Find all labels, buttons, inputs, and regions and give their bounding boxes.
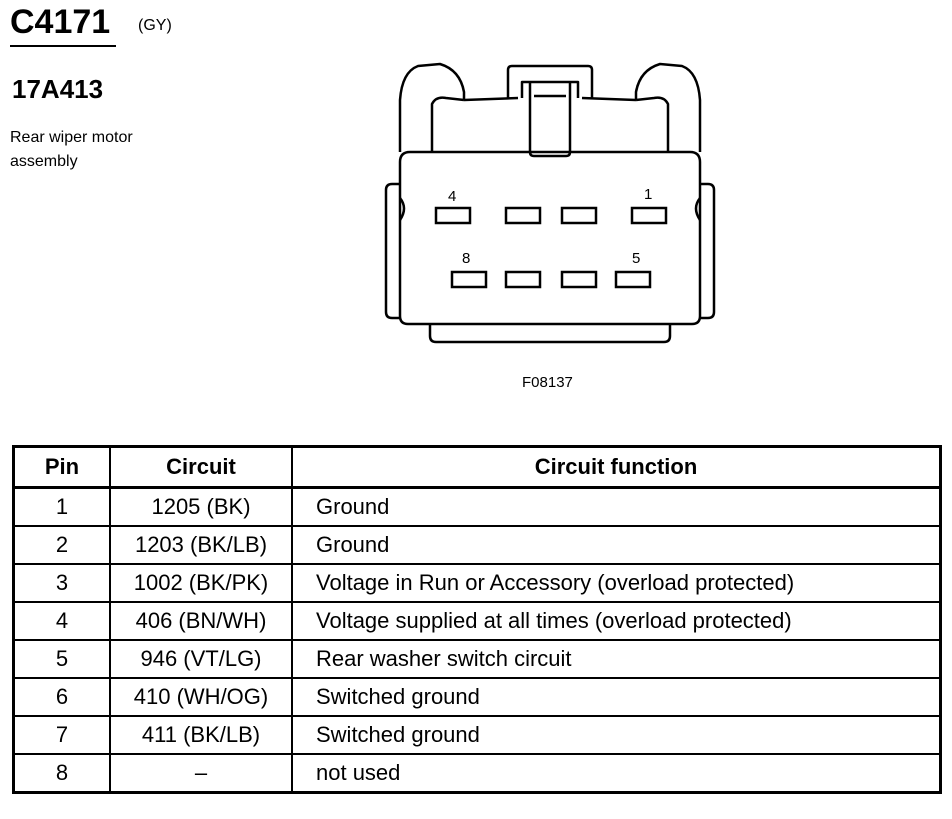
right-latch-outer <box>634 62 702 152</box>
connector-color: (GY) <box>138 17 172 34</box>
left-latch-inner <box>430 96 465 152</box>
table-row: 7 411 (BK/LB) Switched ground <box>12 715 942 755</box>
cell-circuit: 1205 (BK) <box>109 486 293 527</box>
cell-circuit: 411 (BK/LB) <box>109 715 293 755</box>
right-side-lock <box>700 182 716 320</box>
connector-id: C4171 <box>10 3 111 41</box>
center-key-outer <box>506 64 594 98</box>
table-row: 3 1002 (BK/PK) Voltage in Run or Accesso… <box>12 563 942 603</box>
pin-label-5: 5 <box>632 250 640 267</box>
left-latch-outer <box>398 62 466 152</box>
table-header-row: Pin Circuit Circuit function <box>12 445 942 489</box>
pin-cavity <box>560 206 598 225</box>
pin-label-1: 1 <box>644 186 652 203</box>
cell-circuit: 1203 (BK/LB) <box>109 525 293 565</box>
left-side-lock <box>384 182 400 320</box>
cell-circuit: 1002 (BK/PK) <box>109 563 293 603</box>
pin-cavity <box>504 270 542 289</box>
pin-table: Pin Circuit Circuit function 1 1205 (BK)… <box>12 445 942 794</box>
bottom-rail <box>428 324 672 344</box>
pin-cavity <box>560 270 598 289</box>
part-description: Rear wiper motor assembly <box>10 129 133 170</box>
pin-cavity <box>450 270 488 289</box>
main-body <box>398 150 702 326</box>
table-row: 1 1205 (BK) Ground <box>12 486 942 527</box>
table-row: 2 1203 (BK/LB) Ground <box>12 525 942 565</box>
cell-function: Switched ground <box>291 715 942 755</box>
cell-function: Ground <box>291 486 942 527</box>
pin-cavity <box>630 206 668 225</box>
cell-function: Voltage in Run or Accessory (overload pr… <box>291 563 942 603</box>
table-row: 5 946 (VT/LG) Rear washer switch circuit <box>12 639 942 679</box>
connector-face-diagram: 4 1 8 5 <box>384 62 716 344</box>
header-circuit-function: Circuit function <box>291 445 942 489</box>
left-side-bump <box>398 197 406 221</box>
cell-function: Switched ground <box>291 677 942 717</box>
pin-cavity <box>434 206 472 225</box>
pin-label-8: 8 <box>462 250 470 267</box>
table-row: 4 406 (BN/WH) Voltage supplied at all ti… <box>12 601 942 641</box>
top-rail <box>463 96 637 102</box>
cell-function: Voltage supplied at all times (overload … <box>291 601 942 641</box>
pin-cavity <box>504 206 542 225</box>
cell-circuit: 406 (BN/WH) <box>109 601 293 641</box>
cell-pin: 1 <box>12 486 111 527</box>
pin-label-4: 4 <box>448 188 456 205</box>
part-number: 17A413 <box>12 74 104 104</box>
cell-pin: 6 <box>12 677 111 717</box>
cell-function: Rear washer switch circuit <box>291 639 942 679</box>
right-latch-inner <box>635 96 670 152</box>
cell-function: not used <box>291 753 942 794</box>
cell-pin: 5 <box>12 639 111 679</box>
cell-pin: 4 <box>12 601 111 641</box>
center-key-top <box>520 80 580 98</box>
cell-pin: 2 <box>12 525 111 565</box>
figure-code: F08137 <box>522 374 573 391</box>
table-row: 8 – not used <box>12 753 942 794</box>
cell-circuit: – <box>109 753 293 794</box>
pin-cavity <box>614 270 652 289</box>
cell-circuit: 946 (VT/LG) <box>109 639 293 679</box>
cell-pin: 7 <box>12 715 111 755</box>
cell-circuit: 410 (WH/OG) <box>109 677 293 717</box>
cell-function: Ground <box>291 525 942 565</box>
table-row: 6 410 (WH/OG) Switched ground <box>12 677 942 717</box>
right-side-bump <box>694 197 702 221</box>
header-pin: Pin <box>12 445 111 489</box>
connector-id-underline <box>10 45 116 47</box>
center-key-body <box>528 82 572 158</box>
cell-pin: 8 <box>12 753 111 794</box>
header-circuit: Circuit <box>109 445 293 489</box>
cell-pin: 3 <box>12 563 111 603</box>
